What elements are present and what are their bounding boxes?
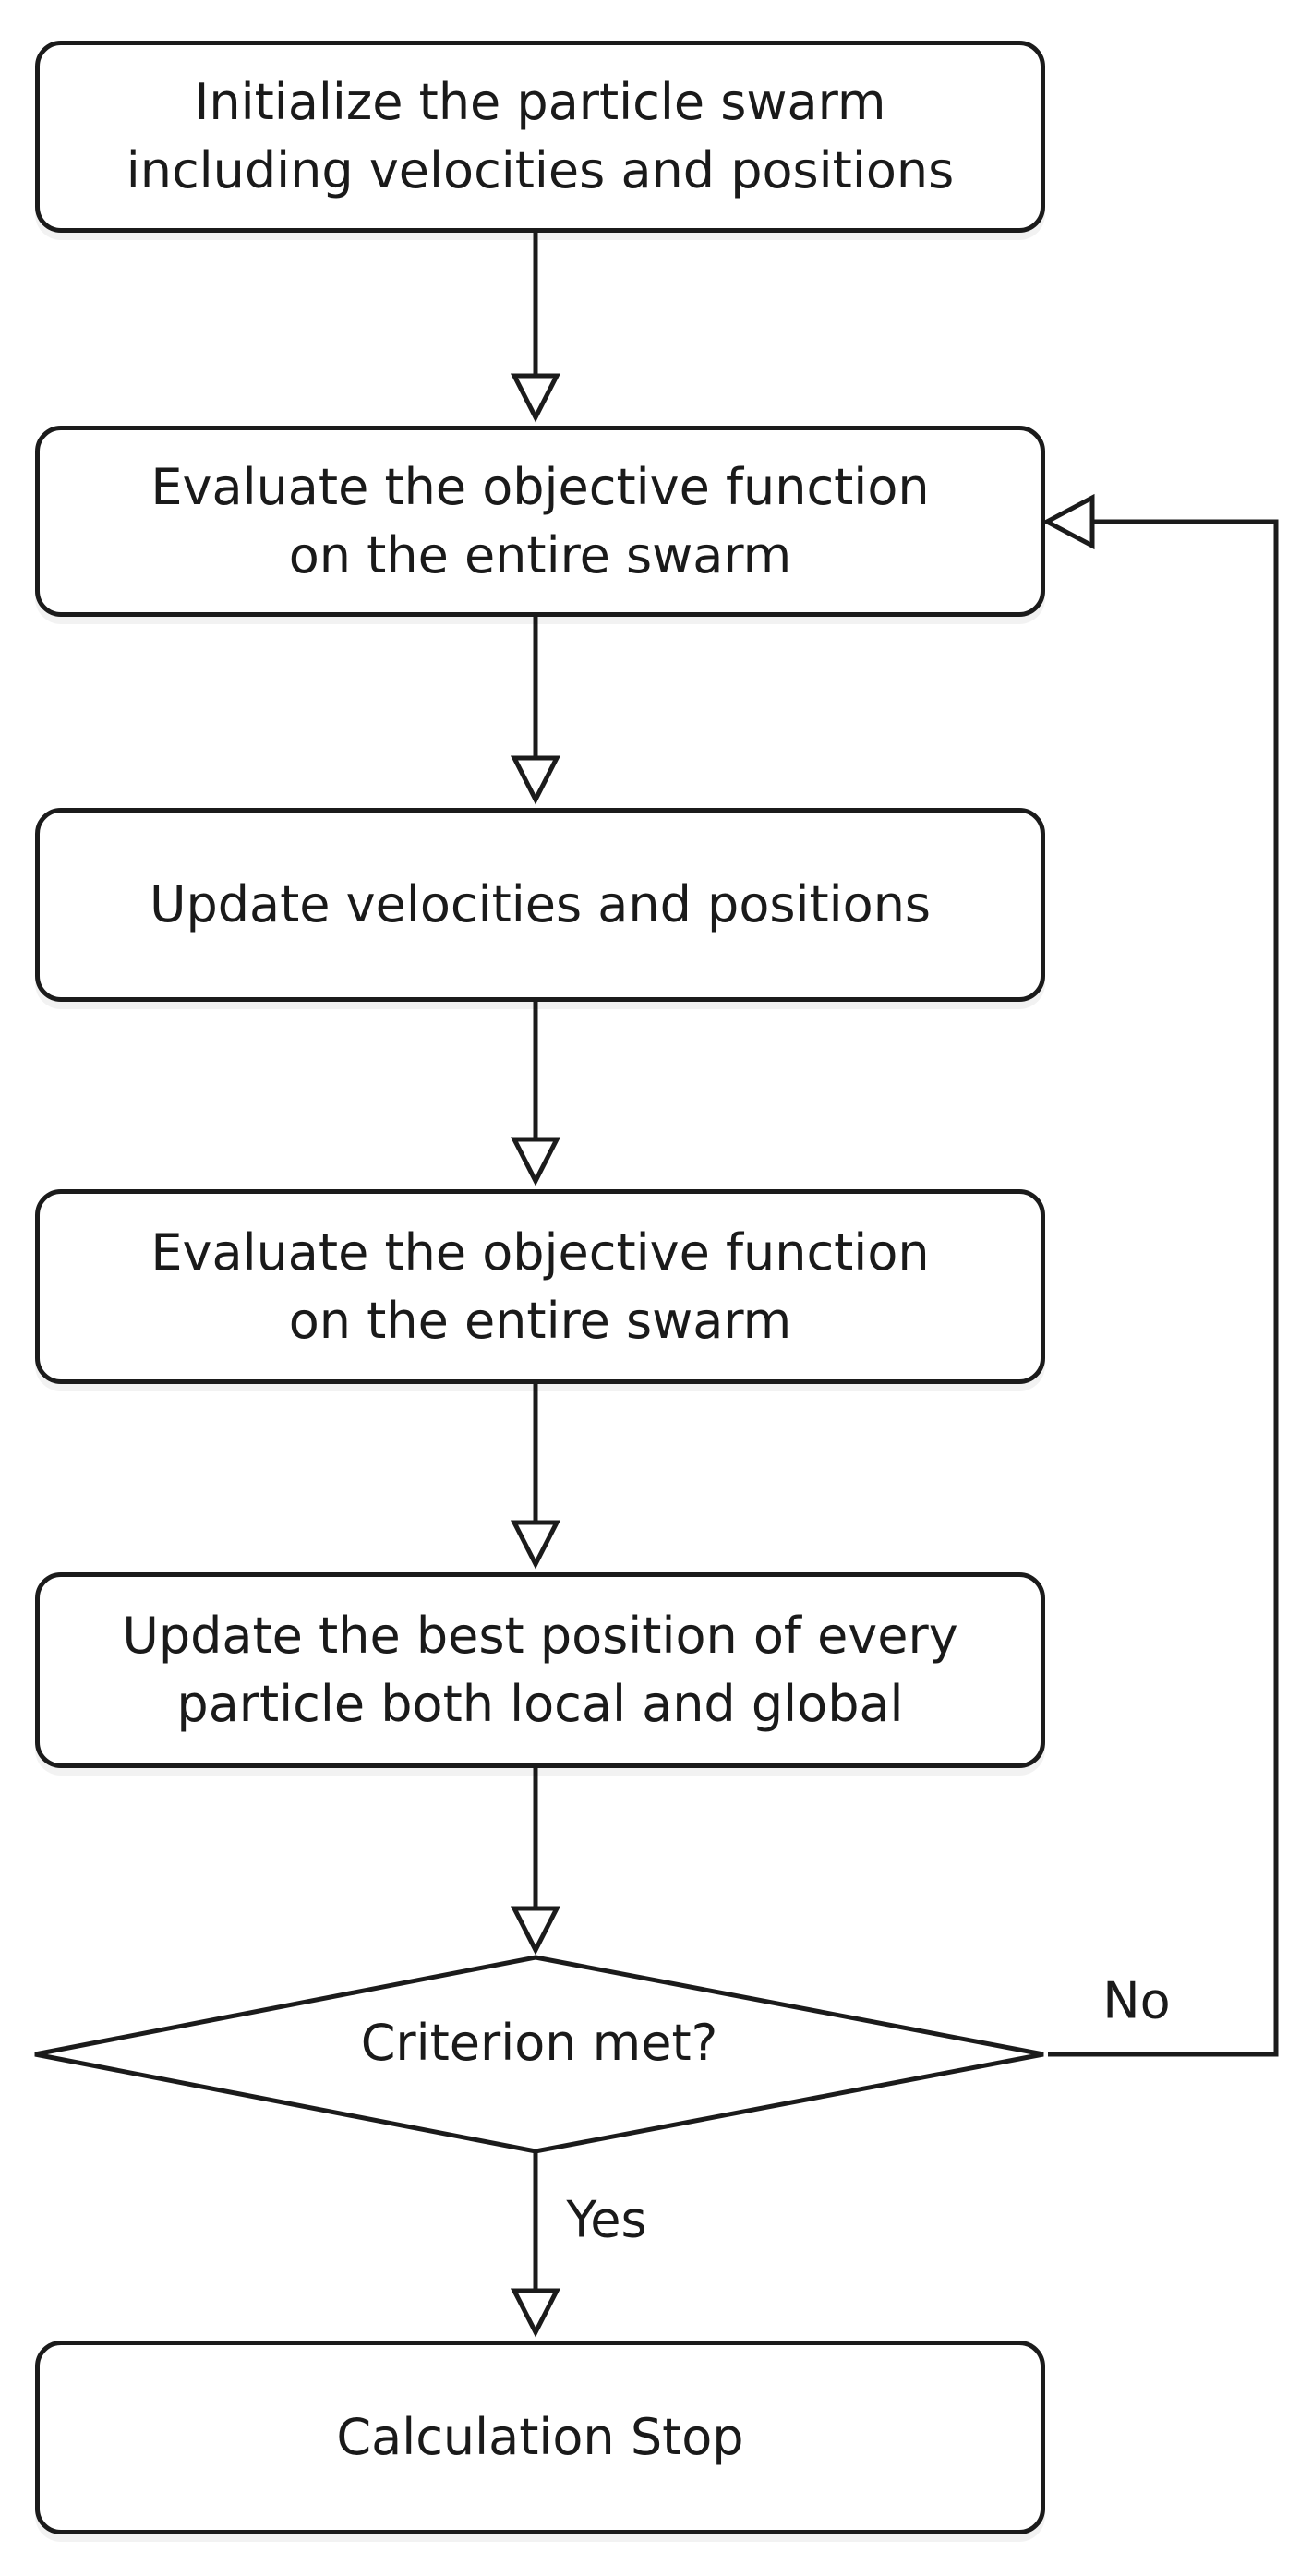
node-label-line: including velocities and positions — [126, 141, 955, 199]
node-label-line: Initialize the particle swarm — [194, 73, 886, 131]
node-label-line: Update the best position of every — [122, 1607, 958, 1665]
node-update-best-position: Update the best position of every partic… — [35, 1572, 1045, 1768]
arrow-update-velocities-to-evaluate2 — [510, 1002, 561, 1186]
edge-label-yes: Yes — [566, 2190, 647, 2249]
arrow-update-best-to-decision — [510, 1768, 561, 1956]
node-label-line: Update velocities and positions — [149, 875, 932, 933]
node-update-velocities: Update velocities and positions — [35, 808, 1045, 1002]
node-label-line: Evaluate the objective function — [150, 457, 930, 516]
node-evaluate-objective-2: Evaluate the objective function on the e… — [35, 1189, 1045, 1384]
decision-criterion-met: Criterion met? — [35, 1957, 1043, 2151]
arrow-evaluate2-to-update-best — [510, 1384, 561, 1570]
arrow-evaluate1-to-update-velocities — [510, 617, 561, 805]
node-calculation-stop: Calculation Stop — [35, 2341, 1045, 2534]
arrow-initialize-to-evaluate1 — [510, 233, 561, 423]
edge-label-no: No — [1102, 1971, 1171, 2030]
node-evaluate-objective-1: Evaluate the objective function on the e… — [35, 426, 1045, 617]
node-label-line: Evaluate the objective function — [150, 1222, 930, 1282]
decision-diamond-shape — [34, 1955, 1044, 2154]
arrow-yes-decision-to-stop — [510, 2151, 561, 2338]
node-label-line: on the entire swarm — [288, 1291, 792, 1350]
node-initialize-swarm: Initialize the particle swarm including … — [35, 41, 1045, 233]
node-label-line: on the entire swarm — [288, 525, 792, 584]
arrow-no-feedback-loop — [1041, 493, 1279, 2057]
node-label-line: particle both local and global — [176, 1675, 904, 1733]
node-label-line: Calculation Stop — [336, 2408, 744, 2466]
decision-label: Criterion met? — [360, 2013, 718, 2072]
